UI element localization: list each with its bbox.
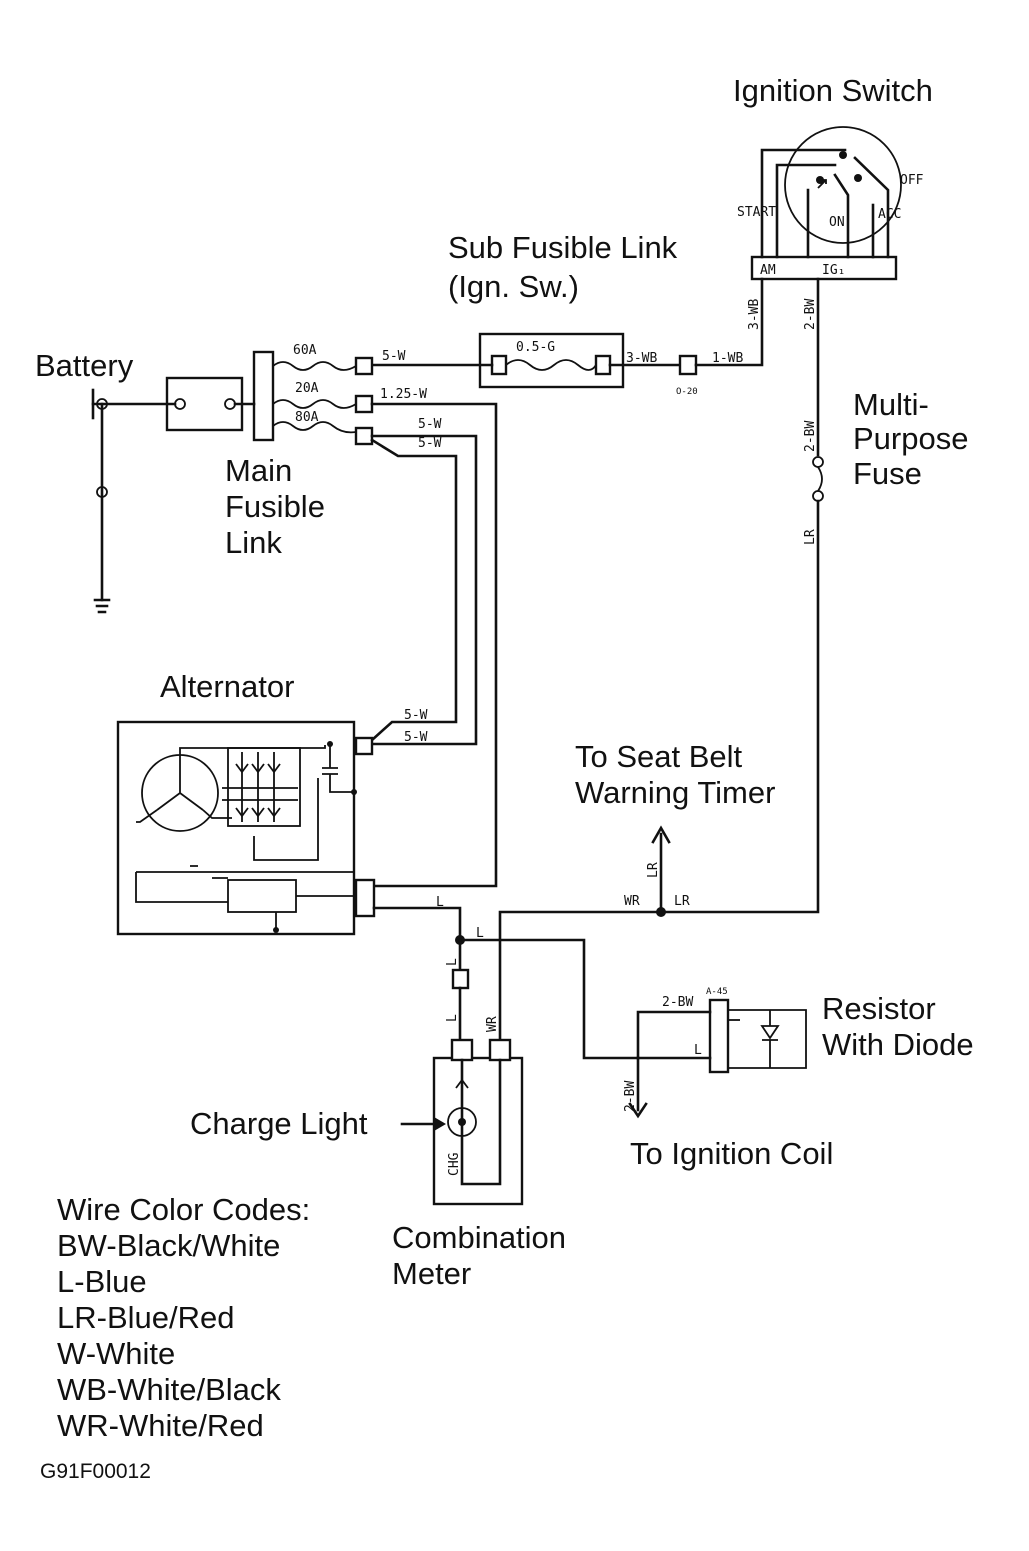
fuse-20a-label: 20A	[295, 381, 319, 396]
alternator-label: Alternator	[160, 669, 294, 704]
alternator	[116, 720, 376, 936]
wire-label-2bw-fuse: 2-BW	[803, 421, 818, 452]
resistor-with-diode	[708, 998, 807, 1074]
wire-label-3wb: 3-WB	[626, 351, 657, 366]
fuse-60a-label: 60A	[293, 343, 317, 358]
legend-item: LR-Blue/Red	[57, 1300, 234, 1335]
wire-label-l-resistor: L	[694, 1043, 702, 1058]
wire-l-from-alternator	[372, 906, 462, 942]
wire-label-l-alt: L	[436, 895, 444, 910]
wire-5w-to-alternator-a	[370, 438, 458, 742]
charge-light-label: Charge Light	[190, 1106, 368, 1141]
connector-a45-label: A-45	[706, 987, 728, 997]
sub-fuse-rating: 0.5-G	[516, 340, 555, 355]
resistor-label-1: Resistor	[822, 991, 936, 1026]
resistor-label-2: With Diode	[822, 1027, 974, 1062]
sub-fusible-link-label: Sub Fusible Link	[448, 230, 678, 265]
switch-am-terminal: AM	[760, 263, 776, 278]
main-fusible-link	[233, 350, 374, 446]
ignition-switch-label: Ignition Switch	[733, 73, 933, 108]
seat-belt-label-1: To Seat Belt	[575, 739, 743, 774]
wire-label-lr-fuse: LR	[803, 529, 818, 545]
wire-label-wr-meter: WR	[485, 1016, 500, 1032]
wire-1wb-to-am	[694, 277, 764, 367]
sub-fusible-link-sublabel: (Ign. Sw.)	[448, 269, 579, 304]
switch-ig1-terminal: IG₁	[822, 263, 845, 278]
wire-125w-to-alternator	[370, 402, 498, 888]
wire-label-l-right: L	[476, 926, 484, 941]
combination-meter	[432, 1038, 524, 1206]
wire-label-2bw-coil: 2-BW	[623, 1081, 638, 1112]
legend-item: W-White	[57, 1336, 175, 1371]
ignition-coil-arrow	[628, 1102, 648, 1119]
legend-item: WR-White/Red	[57, 1408, 264, 1443]
seat-belt-arrow	[651, 825, 671, 844]
wire-color-legend: Wire Color Codes: BW-Black/White L-Blue …	[57, 1192, 310, 1443]
legend-item: WB-White/Black	[57, 1372, 281, 1407]
multi-purpose-fuse-top	[812, 456, 824, 468]
legend-title: Wire Color Codes:	[57, 1192, 310, 1227]
seat-belt-label-2: Warning Timer	[575, 775, 775, 810]
multi-purpose-fuse-label-3: Fuse	[853, 456, 922, 491]
wire-label-l-upper: L	[445, 958, 460, 966]
charge-light-arrowhead	[434, 1117, 446, 1131]
wire-label-5w-top: 5-W	[382, 349, 406, 364]
charge-lamp-label: CHG	[447, 1152, 462, 1176]
ignition-coil-label: To Ignition Coil	[630, 1136, 833, 1171]
wire-label-5w-b: 5-W	[418, 436, 442, 451]
wire-label-lr-seat: LR	[646, 862, 661, 878]
main-fusible-link-label-2: Fusible	[225, 489, 325, 524]
battery	[91, 376, 244, 614]
switch-start-label: START	[737, 205, 776, 220]
fuse-80a-label: 80A	[295, 410, 319, 425]
multi-purpose-fuse-label-2: Purpose	[853, 421, 968, 456]
wire-label-5w-a: 5-W	[418, 417, 442, 432]
switch-on-label: ON	[829, 215, 845, 230]
sub-fusible-link	[478, 332, 625, 389]
multi-purpose-fuse-label-1: Multi-	[853, 387, 929, 422]
wire-label-2bw-resistor: 2-BW	[662, 995, 693, 1010]
wire-label-125w: 1.25-W	[380, 387, 427, 402]
wire-label-1wb: 1-WB	[712, 351, 743, 366]
legend-item: L-Blue	[57, 1264, 147, 1299]
connector-l	[451, 968, 470, 990]
main-fusible-link-label-3: Link	[225, 525, 282, 560]
wire-2bw-to-resistor	[636, 1010, 712, 1060]
multi-purpose-fuse-element	[817, 466, 823, 492]
combination-meter-label-1: Combination	[392, 1220, 566, 1255]
ignition-switch	[750, 126, 902, 281]
combination-meter-label-2: Meter	[392, 1256, 471, 1291]
wire-l-to-resistor	[458, 938, 640, 1060]
legend-item: BW-Black/White	[57, 1228, 280, 1263]
wire-label-5w-alt-a: 5-W	[404, 708, 428, 723]
connector-o20-label: O-20	[676, 387, 698, 397]
wire-label-3wb-vertical: 3-WB	[747, 299, 762, 330]
wire-label-l-lower: L	[445, 1014, 460, 1022]
wire-label-5w-alt-b: 5-W	[404, 730, 428, 745]
wire-label-2bw-ig: 2-BW	[803, 299, 818, 330]
figure-id: G91F00012	[40, 1460, 151, 1483]
switch-acc-label: ACC	[878, 207, 901, 222]
battery-label: Battery	[35, 348, 134, 383]
wire-5w-to-alternator-b	[370, 434, 478, 746]
multi-purpose-fuse-bottom	[812, 490, 824, 502]
connector-o20	[678, 354, 698, 376]
junction-seat-belt	[656, 907, 666, 917]
wire-label-wr: WR	[624, 894, 640, 909]
switch-off-label: OFF	[900, 173, 924, 188]
main-fusible-link-label-1: Main	[225, 453, 292, 488]
wire-label-lr-right: LR	[674, 894, 690, 909]
